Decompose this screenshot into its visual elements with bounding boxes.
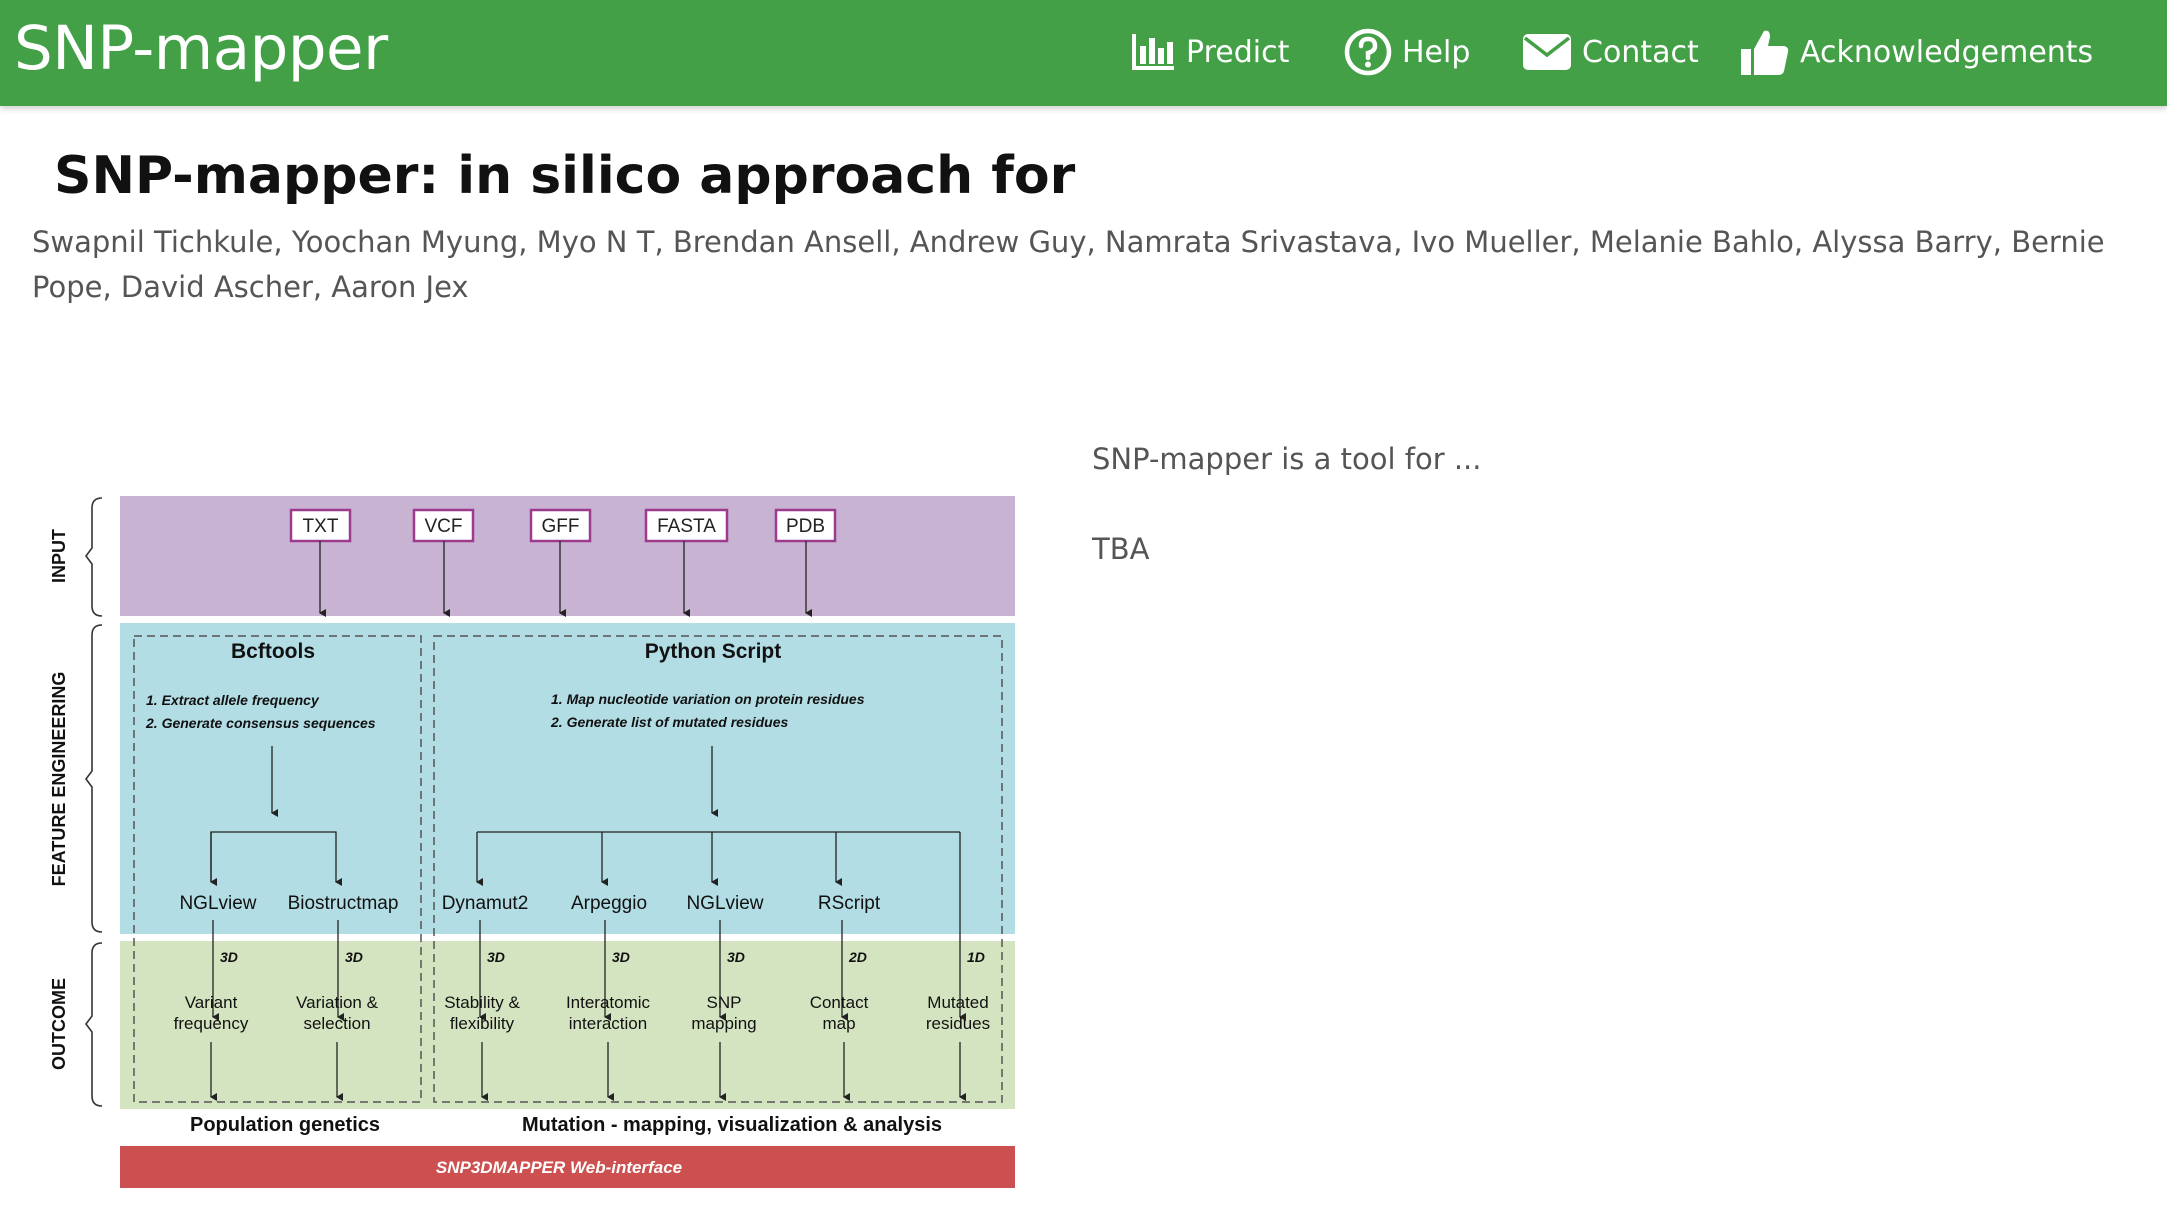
nav-predict-label: Predict (1186, 34, 1290, 70)
input-band-label: INPUT (49, 529, 69, 583)
nav-contact-label: Contact (1582, 34, 1699, 70)
web-interface-label: SNP3DMAPPER Web-interface (436, 1158, 682, 1177)
workflow-diagram: INPUT FEATURE ENGINEERING OUTCOME TXT VC… (49, 496, 1015, 1188)
nav-contact[interactable]: Contact (1522, 18, 1699, 86)
tool-dynamut2: Dynamut2 (442, 893, 529, 914)
input-box-fasta (644, 508, 729, 543)
bcftools-step-2: 2. Generate consensus sequences (145, 715, 376, 731)
tool-biostructmap: Biostructmap (288, 893, 399, 914)
feature-engineering-band (120, 623, 1015, 934)
nav-acknowledgements[interactable]: Acknowledgements (1740, 18, 2093, 86)
outcome-variation-l1: Variation & (296, 993, 379, 1012)
envelope-icon (1523, 34, 1571, 70)
dim-label-3: 3D (487, 949, 505, 965)
population-genetics-label: Population genetics (190, 1114, 380, 1136)
brand-logo[interactable]: SNP-mapper (14, 13, 388, 84)
page-title: SNP-mapper: in silico approach for (54, 146, 1076, 206)
input-brace (85, 497, 103, 617)
description-panel: SNP-mapper is a tool for ... TBA (1092, 438, 2092, 618)
input-label-vcf: VCF (425, 516, 463, 537)
bcftools-title: Bcftools (231, 640, 315, 663)
feature-band-label: FEATURE ENGINEERING (49, 672, 69, 887)
description-text: SNP-mapper is a tool for ... (1092, 442, 1482, 476)
feature-brace (85, 624, 103, 933)
outcome-stability-l2: flexibility (450, 1014, 515, 1033)
dim-label-4: 3D (612, 949, 630, 965)
nav-help[interactable]: Help (1344, 18, 1470, 86)
outcome-snp-l2: mapping (691, 1014, 756, 1033)
input-box-pdb (774, 508, 837, 543)
outcome-variation-l2: selection (303, 1014, 370, 1033)
dim-label-2: 3D (345, 949, 363, 965)
outcome-snp-l1: SNP (707, 993, 742, 1012)
outcome-variant-l2: frequency (174, 1014, 249, 1033)
dim-label-1: 3D (220, 949, 238, 965)
python-step-1: 1. Map nucleotide variation on protein r… (551, 691, 865, 707)
outcome-interatomic-l1: Interatomic (566, 993, 651, 1012)
nav-predict[interactable]: Predict (1130, 18, 1289, 86)
input-label-fasta: FASTA (657, 516, 716, 537)
tool-arpeggio: Arpeggio (571, 893, 647, 914)
outcome-variant-l1: Variant (185, 993, 238, 1012)
dim-label-5: 3D (727, 949, 745, 965)
python-step-2: 2. Generate list of mutated residues (550, 714, 789, 730)
dim-label-6: 2D (848, 949, 867, 965)
outcome-stability-l1: Stability & (444, 993, 520, 1012)
outcome-mutated-l1: Mutated (927, 993, 988, 1012)
outcome-mutated-l2: residues (926, 1014, 990, 1033)
bcftools-step-1: 1. Extract allele frequency (146, 692, 320, 708)
outcome-band-label: OUTCOME (49, 978, 69, 1070)
outcome-brace (85, 942, 103, 1107)
outcome-band (120, 941, 1015, 1109)
tool-nglview-1: NGLview (179, 893, 256, 914)
bcftools-container (133, 635, 422, 1103)
question-circle-icon (1344, 28, 1392, 76)
tool-nglview-2: NGLview (686, 893, 763, 914)
input-label-pdb: PDB (786, 516, 825, 537)
outcome-interatomic-l2: interaction (569, 1014, 647, 1033)
thumbs-up-icon (1741, 30, 1789, 76)
navbar: SNP-mapper Predict Help (0, 0, 2167, 106)
bar-chart-icon (1132, 34, 1174, 70)
web-interface-bar (120, 1146, 1015, 1188)
python-script-title: Python Script (645, 640, 782, 663)
mutation-analysis-label: Mutation - mapping, visualization & anal… (522, 1114, 942, 1136)
input-label-txt: TXT (303, 516, 339, 537)
description-tba: TBA (1092, 532, 1150, 566)
dim-label-7: 1D (967, 949, 985, 965)
authors-list: Swapnil Tichkule, Yoochan Myung, Myo N T… (32, 225, 2105, 304)
input-label-gff: GFF (542, 516, 580, 537)
nav-help-label: Help (1402, 34, 1471, 70)
outcome-contact-l1: Contact (810, 993, 869, 1012)
outcome-contact-l2: map (822, 1014, 855, 1033)
nav-acknowledgements-label: Acknowledgements (1800, 34, 2094, 70)
python-script-container (433, 635, 1003, 1103)
tool-rscript: RScript (818, 893, 881, 914)
